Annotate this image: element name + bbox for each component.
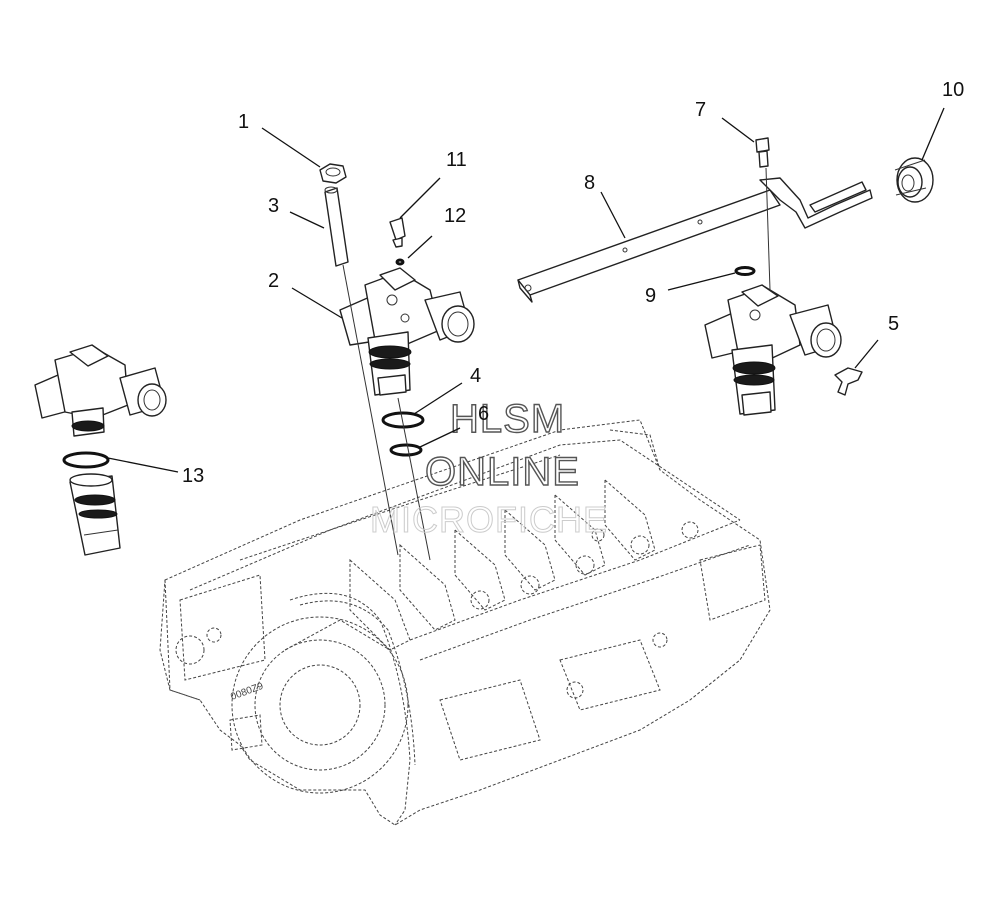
injector-nozzle-sleeve — [69, 473, 121, 556]
part-6-oring — [389, 443, 423, 457]
part-5-clip — [834, 367, 863, 396]
callout-2: 2 — [268, 270, 279, 292]
alignment-line-2b — [397, 397, 431, 561]
part-12-small-oring — [395, 258, 405, 266]
part-9-oring — [734, 266, 756, 276]
watermark: HLSM ONLINE MICROFICHE — [370, 396, 608, 540]
callout-8: 8 — [584, 172, 595, 194]
watermark-line2: ONLINE — [425, 450, 580, 494]
callouts: 1 2 3 4 5 6 7 8 9 10 11 12 13 — [182, 79, 964, 487]
part-4-oring — [381, 411, 425, 429]
watermark-line1: HLSM — [450, 397, 565, 441]
part-3-stud — [324, 186, 349, 267]
engine-block — [159, 419, 771, 826]
alignment-line-right — [765, 167, 771, 291]
part-2-injector — [339, 267, 475, 396]
callout-4: 4 — [470, 365, 481, 387]
injector-right — [704, 284, 842, 416]
injector-left — [34, 344, 167, 437]
callout-10: 10 — [942, 79, 964, 101]
callout-12: 12 — [444, 205, 466, 227]
callout-11: 11 — [446, 149, 467, 171]
alignment-line-2 — [342, 264, 399, 556]
callout-13: 13 — [182, 465, 204, 487]
part-10-plug — [894, 157, 934, 203]
part-11-fitting — [389, 217, 406, 248]
callout-9: 9 — [645, 285, 656, 307]
part-7-bolt — [755, 137, 770, 168]
callout-7: 7 — [695, 99, 706, 121]
callout-5: 5 — [888, 313, 899, 335]
part-13-oring — [62, 451, 110, 469]
callout-6: 6 — [478, 403, 489, 425]
part-1-hex-nut — [319, 163, 347, 184]
part-8-fuel-rail — [517, 177, 873, 303]
callout-1: 1 — [238, 111, 249, 133]
watermark-line3: MICROFICHE — [370, 499, 608, 540]
callout-3: 3 — [268, 195, 279, 217]
leader-lines — [107, 107, 945, 473]
